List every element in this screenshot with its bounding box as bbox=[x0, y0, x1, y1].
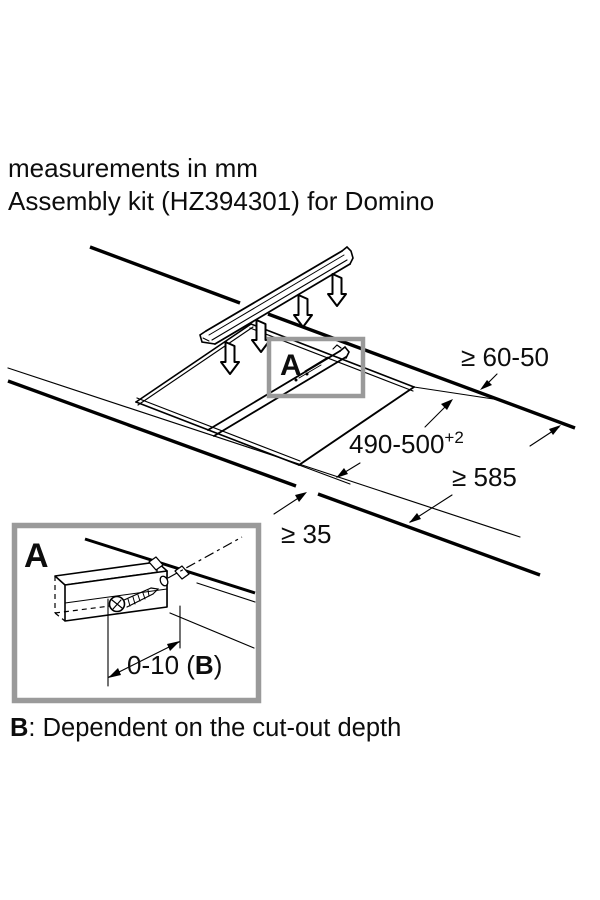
footnote: B: Dependent on the cut-out depth bbox=[10, 714, 401, 742]
title-block: measurements in mm Assembly kit (HZ39430… bbox=[8, 153, 434, 216]
dim-front-clearance-label: ≥ 35 bbox=[281, 519, 331, 549]
screw-axis bbox=[167, 536, 243, 579]
dim-worktop-depth: ≥ 585 bbox=[409, 425, 561, 523]
detail-rail-end bbox=[54, 561, 168, 622]
insert-direction-arrows bbox=[220, 273, 347, 375]
dim-cutout-depth: 490-500+2 bbox=[298, 386, 501, 485]
down-arrow-icon bbox=[220, 341, 240, 375]
screw-hole bbox=[159, 575, 169, 587]
fixing-screw bbox=[108, 536, 243, 613]
down-arrow-icon bbox=[327, 273, 347, 307]
worktop-drawing: A ≥ 60-50 490-500+2 ≥ 585 bbox=[7, 245, 576, 577]
detail-view-a: A bbox=[11, 522, 262, 704]
dim-bracket-range: 0-10 (B) bbox=[107, 598, 222, 687]
units-note: measurements in mm bbox=[8, 153, 258, 183]
dim-worktop-depth-label: ≥ 585 bbox=[452, 462, 517, 492]
cutout-opening bbox=[135, 323, 415, 466]
dim-bracket-range-label: 0-10 (B) bbox=[127, 650, 222, 680]
worktop-front-edge bbox=[7, 367, 541, 577]
dim-front-clearance: ≥ 35 bbox=[273, 492, 331, 549]
down-arrow-icon bbox=[293, 294, 313, 328]
kit-title: Assembly kit (HZ394301) for Domino bbox=[8, 186, 434, 216]
detail-worktop-edge bbox=[84, 537, 256, 649]
dim-back-clearance: ≥ 60-50 bbox=[461, 342, 549, 390]
callout-frame bbox=[266, 336, 366, 399]
dim-cutout-depth-label: 490-500+2 bbox=[349, 428, 464, 459]
detail-callout-a: A bbox=[266, 336, 366, 399]
mounting-rail bbox=[199, 245, 354, 345]
callout-label: A bbox=[280, 349, 302, 382]
detail-hook-tabs bbox=[148, 556, 190, 580]
dim-back-clearance-label: ≥ 60-50 bbox=[461, 342, 549, 372]
worktop-rear-edge bbox=[89, 245, 576, 430]
detail-frame bbox=[11, 522, 262, 704]
detail-view-label: A bbox=[24, 537, 49, 575]
